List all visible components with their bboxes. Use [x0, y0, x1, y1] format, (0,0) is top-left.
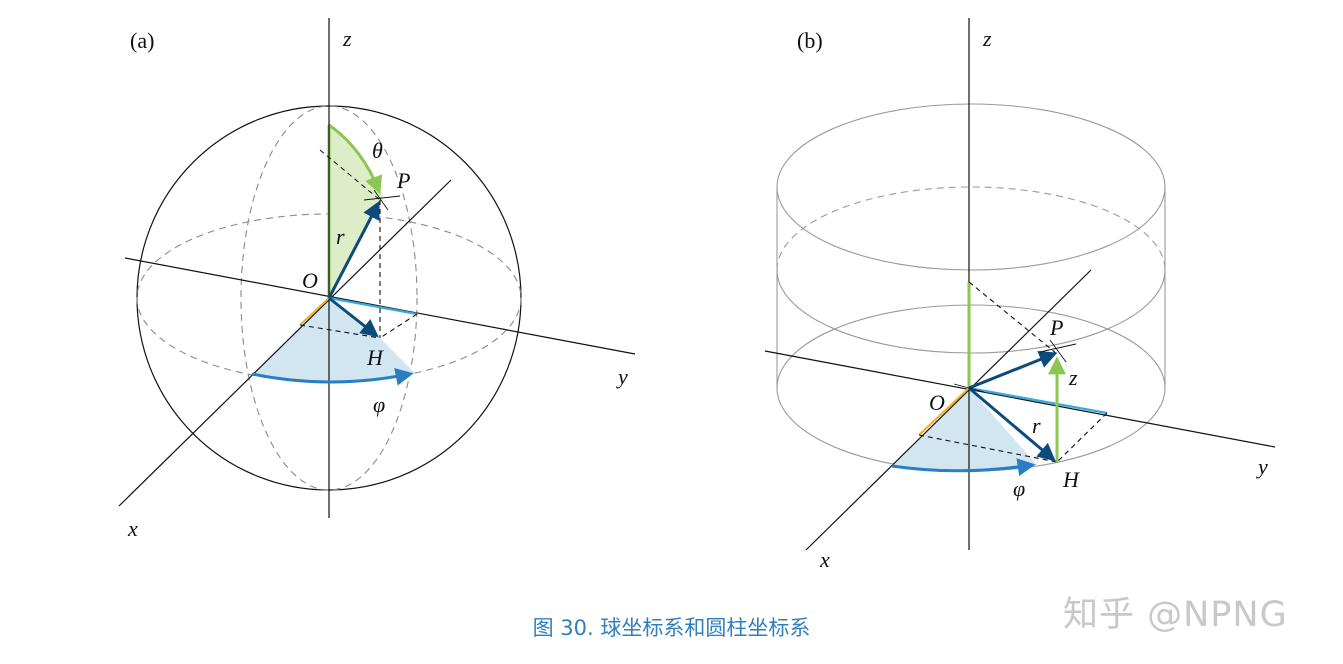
cylinder-top-ellipse: [776, 103, 1166, 271]
x-axis-label: x: [127, 516, 138, 541]
point-label: P: [396, 168, 410, 193]
theta-arc-arrow: [328, 123, 383, 195]
radius-label: r: [336, 224, 345, 249]
p-tick-diagonal-cyl: [1049, 339, 1067, 363]
y-axis-cyl: [764, 350, 1276, 448]
x-axis: [118, 179, 452, 507]
y-axis-label-cyl: y: [1256, 454, 1268, 479]
point-label-cyl: P: [1049, 315, 1063, 340]
p-tick-diagonal: [373, 189, 389, 211]
phi-arc-arrow-cyl: [891, 458, 1036, 477]
x-projection-cyl: [918, 387, 970, 436]
vector-oh: [328, 296, 379, 338]
h-to-x-dashed-cyl: [918, 434, 1058, 463]
h-to-y-dashed: [379, 313, 418, 339]
radius-label-cyl: r: [1032, 413, 1041, 438]
h-to-y-dashed-cyl: [1056, 412, 1108, 463]
vector-op: [327, 200, 380, 299]
p-to-z-dashed: [319, 149, 381, 201]
vector-oh-cyl: [968, 386, 1056, 462]
projection-label-cyl: H: [1062, 467, 1080, 492]
origin-label-cyl: O: [929, 390, 945, 415]
panel-a-spherical: (a) z x y O P H r: [118, 18, 636, 541]
azimuth-wedge: [252, 298, 416, 383]
azimuth-wedge-cyl: [892, 388, 1037, 470]
panel-a-tag: (a): [130, 28, 154, 53]
panel-b-cylindrical: (b) z x y O P: [764, 18, 1276, 572]
y-axis: [124, 257, 636, 355]
figure-caption: 图 30. 球坐标系和圆柱坐标系: [532, 616, 811, 640]
x-axis-cyl: [805, 269, 1092, 551]
theta-label: θ: [372, 138, 383, 163]
origin-label: O: [302, 268, 318, 293]
panel-b-tag: (b): [797, 28, 823, 53]
height-label-cyl: z: [1068, 365, 1078, 390]
p-to-z-dashed-cyl: [968, 281, 1058, 355]
sphere-meridian-dashed: [240, 105, 418, 491]
phi-arc-arrow: [251, 367, 414, 386]
z-axis-label: z: [342, 26, 352, 51]
x-projection-segment: [299, 297, 330, 326]
x-axis-label-cyl: x: [819, 547, 830, 572]
cylinder-middle-back-arc: [776, 186, 1166, 271]
cylinder-middle-front-arc: [776, 269, 1166, 354]
y-projection-cyl: [968, 386, 1108, 415]
p-tick-horizontal-cyl: [1039, 343, 1077, 353]
projection-label: H: [366, 345, 384, 370]
y-axis-label: y: [616, 364, 628, 389]
origin-tick-cyl: [953, 383, 985, 393]
p-tick-horizontal: [363, 195, 401, 201]
phi-label: φ: [373, 392, 385, 417]
z-axis-label-cyl: z: [982, 26, 992, 51]
watermark: 知乎 @NPNG: [1063, 595, 1288, 635]
phi-label-cyl: φ: [1013, 476, 1025, 501]
vector-op-cyl: [968, 350, 1058, 390]
y-projection-segment: [328, 296, 418, 316]
